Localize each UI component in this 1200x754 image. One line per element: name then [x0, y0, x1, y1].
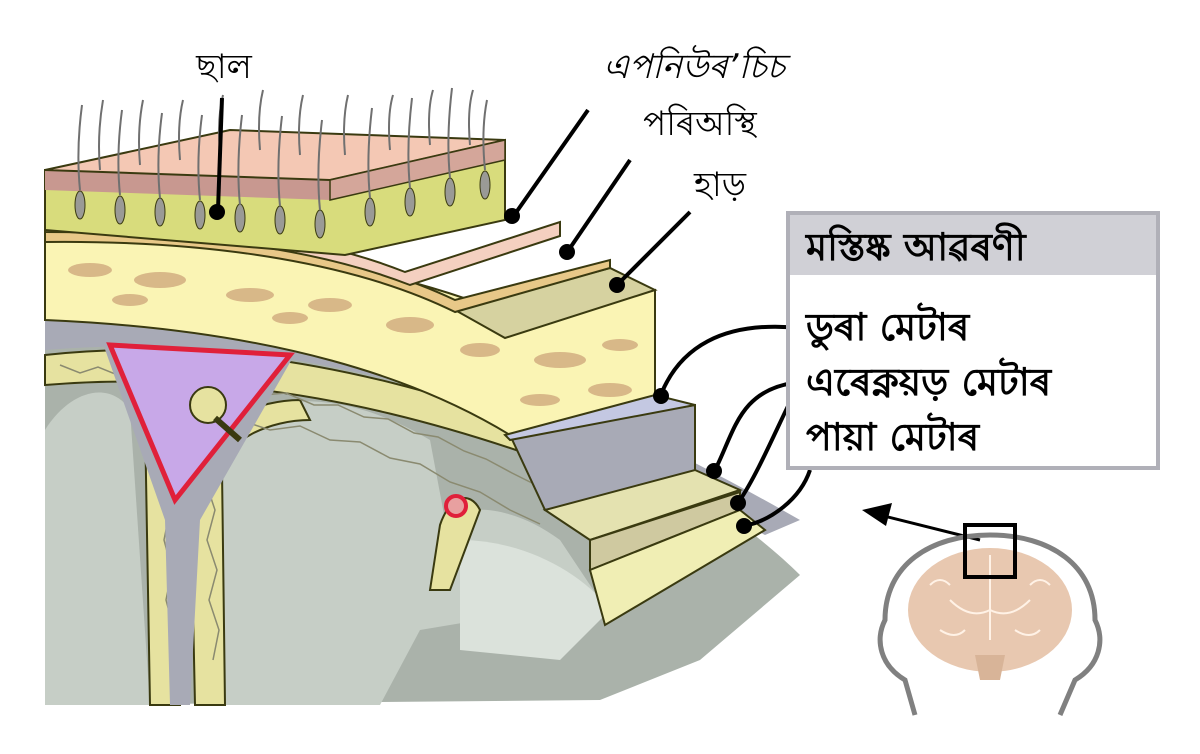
label-scalp: ছাল: [195, 47, 252, 87]
brain-gyrus-left: [45, 392, 150, 705]
bone-dot: [609, 277, 625, 293]
arachnoid-dot-2: [730, 495, 746, 511]
dura-leader: [660, 324, 801, 393]
meninges-box-header: [790, 215, 1156, 275]
dura-dot: [653, 388, 669, 404]
scalp-skin-right: [329, 139, 506, 201]
brain-coronal-detail: [929, 555, 1051, 640]
periosteum-dot: [559, 244, 575, 260]
meninges-item-arachnoid: এৰেক্নয়ড় মেটাৰ: [806, 357, 1053, 404]
hair-follicles: [74, 170, 491, 239]
arachnoid-leader: [714, 380, 801, 469]
pia-block: [588, 508, 767, 627]
aponeurosis-leader: [513, 108, 590, 216]
scalp-dot: [209, 204, 225, 220]
label-aponeurosis: এপনিউৰ’চিচ: [603, 44, 791, 87]
aponeurosis-dot: [504, 208, 520, 224]
bone-leader: [618, 210, 692, 284]
granulation-stalk: [213, 415, 242, 443]
periosteum-leader: [568, 158, 632, 250]
meninges-item-pia: পায়া মেটাৰ: [806, 412, 981, 459]
arachnoid-dot: [706, 463, 722, 479]
meninges-item-dura: ডুৰা মেটাৰ: [804, 302, 971, 352]
superior-sagittal-sinus: [106, 342, 295, 505]
arachnoid-granulation: [189, 386, 227, 424]
inset-arrow-head: [862, 503, 892, 526]
label-bone: হাড়: [693, 165, 747, 205]
scalp-leader: [216, 97, 224, 211]
pia-leader: [747, 469, 812, 527]
arachnoid-block: [542, 468, 743, 542]
bone-marrow-spots: [68, 263, 638, 406]
cortical-vessel: [444, 494, 468, 518]
dura-block-top: [503, 393, 696, 442]
brain-gyrus-mid: [200, 401, 600, 705]
head-outline: [877, 532, 1103, 716]
label-periosteum: পৰিঅস্থি: [643, 104, 757, 144]
pia-dot: [736, 518, 752, 534]
inset-focus-box: [963, 523, 1017, 579]
brain-gyrus-right: [460, 540, 610, 660]
meninges-title: মস্তিষ্ক আৱৰণী: [804, 222, 1027, 269]
brainstem-icon: [975, 655, 1005, 680]
